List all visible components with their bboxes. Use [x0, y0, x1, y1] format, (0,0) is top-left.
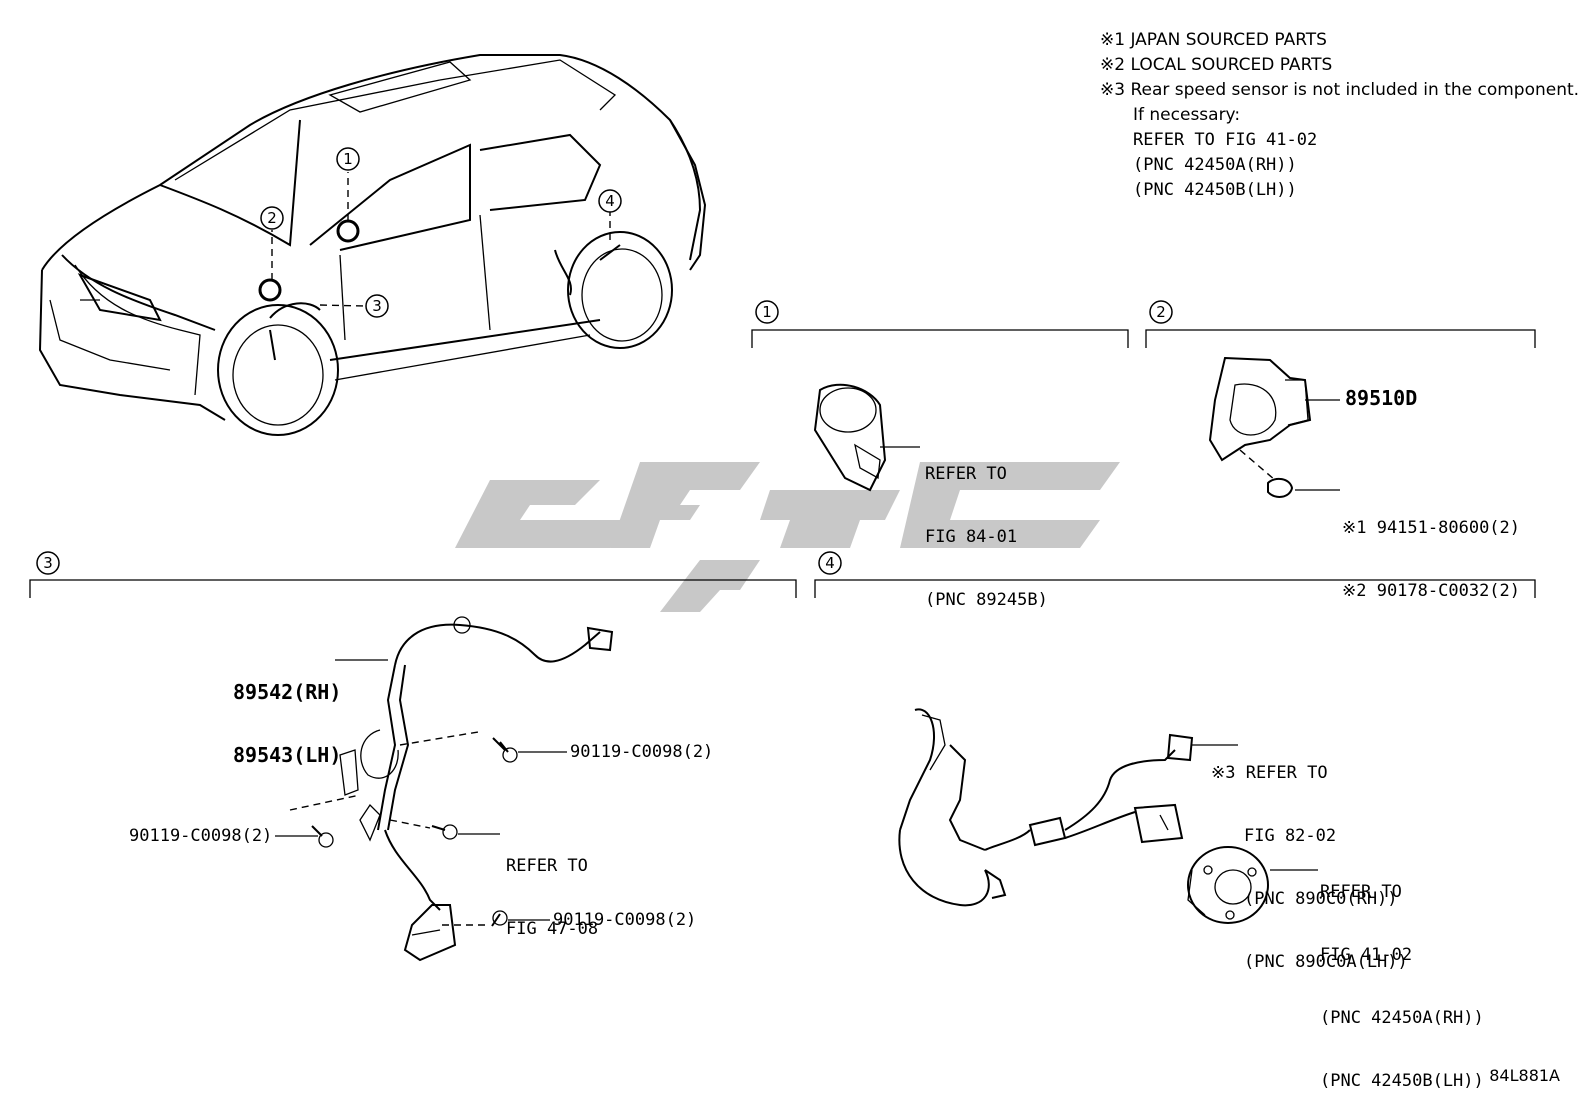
note-japan-sourced: ※1 JAPAN SOURCED PARTS [1100, 30, 1327, 50]
section-header-2: 2 [1149, 300, 1173, 324]
refer-fig-label: FIG 41-02 [1320, 945, 1413, 965]
svg-text:3: 3 [43, 554, 53, 572]
refer-to-label: REFER TO [925, 464, 1007, 484]
refer-fig-label: FIG 84-01 [925, 527, 1018, 547]
bolt-part-number-b: 90119-C0098(2) [129, 826, 273, 846]
refer-to-label: REFER TO [506, 856, 588, 876]
bolt-part-number-c: 90119-C0098(2) [553, 910, 697, 930]
refer-pnc-lh: (PNC 42450B(LH)) [1320, 1071, 1484, 1091]
figure-id: 84L881A [1489, 1066, 1560, 1085]
steering-sensor-reference: REFER TO FIG 84-01 (PNC 89245B) [925, 422, 1048, 632]
refer-pnc-rh: (PNC 42450A(RH)) [1320, 1008, 1484, 1028]
note-if-necessary: If necessary: [1133, 105, 1241, 125]
front-sensor-harness-drawing [275, 616, 614, 962]
refer-to-label: REFER TO [1320, 882, 1402, 902]
part-number-rh: 89542(RH) [233, 680, 342, 704]
bolt-part-number-a: 90119-C0098(2) [570, 742, 714, 762]
rear-sensor-reference: ※3 REFER TO FIG 82-02 (PNC 890C0(RH)) (P… [1211, 721, 1408, 994]
parts-notes: ※1 JAPAN SOURCED PARTS ※2 LOCAL SOURCED … [1100, 28, 1579, 203]
callout-3: 3 [365, 294, 389, 318]
callout-2: 2 [260, 206, 284, 230]
svg-text:2: 2 [1156, 303, 1166, 321]
note-pnc-rh: (PNC 42450A(RH)) [1133, 155, 1297, 175]
note-local-sourced: ※2 LOCAL SOURCED PARTS [1100, 55, 1333, 75]
section-header-1: 1 [755, 300, 779, 324]
svg-text:3: 3 [372, 297, 382, 315]
fastener-local: ※2 90178-C0032(2) [1342, 581, 1521, 601]
part-number-lh: 89543(LH) [233, 743, 342, 767]
watermark-logo [455, 462, 1120, 612]
refer-fig-label: FIG 47-08 [506, 919, 599, 939]
note-refer-fig: REFER TO FIG 41-02 [1133, 130, 1318, 150]
harness-reference: REFER TO FIG 47-08 [506, 814, 598, 961]
part-number-89510d: 89510D [1345, 386, 1418, 410]
svg-text:4: 4 [825, 554, 835, 572]
refer-pnc-label: (PNC 89245B) [925, 590, 1048, 610]
svg-text:4: 4 [605, 192, 615, 210]
refer-fig-label: FIG 82-02 [1244, 826, 1337, 846]
section-brackets [29, 329, 1536, 598]
callout-1: 1 [336, 147, 360, 171]
sensor-89510d-drawing [1208, 356, 1340, 498]
refer-pnc-rh: (PNC 890C0(RH)) [1244, 889, 1398, 909]
front-sensor-part-numbers: 89542(RH) 89543(LH) [233, 640, 341, 787]
rear-sensor-harness-drawing [898, 708, 1318, 924]
steering-angle-sensor-drawing [813, 383, 920, 492]
note-pnc-lh: (PNC 42450B(LH)) [1133, 180, 1297, 200]
fastener-part-numbers: ※1 94151-80600(2) ※2 90178-C0032(2) [1342, 476, 1520, 623]
refer-to-label: ※3 REFER TO [1211, 763, 1328, 783]
section-header-3: 3 [36, 551, 60, 575]
section-header-4: 4 [818, 551, 842, 575]
svg-text:1: 1 [762, 303, 772, 321]
callout-4: 4 [598, 189, 622, 213]
svg-text:2: 2 [267, 209, 277, 227]
axle-hub-reference: REFER TO FIG 41-02 (PNC 42450A(RH)) (PNC… [1320, 840, 1484, 1113]
refer-pnc-lh: (PNC 890C0A(LH)) [1244, 952, 1408, 972]
note-rear-speed-sensor: ※3 Rear speed sensor is not included in … [1100, 80, 1580, 100]
svg-text:1: 1 [343, 150, 353, 168]
vehicle-overview-illustration [38, 54, 707, 436]
fastener-japan: ※1 94151-80600(2) [1342, 518, 1521, 538]
